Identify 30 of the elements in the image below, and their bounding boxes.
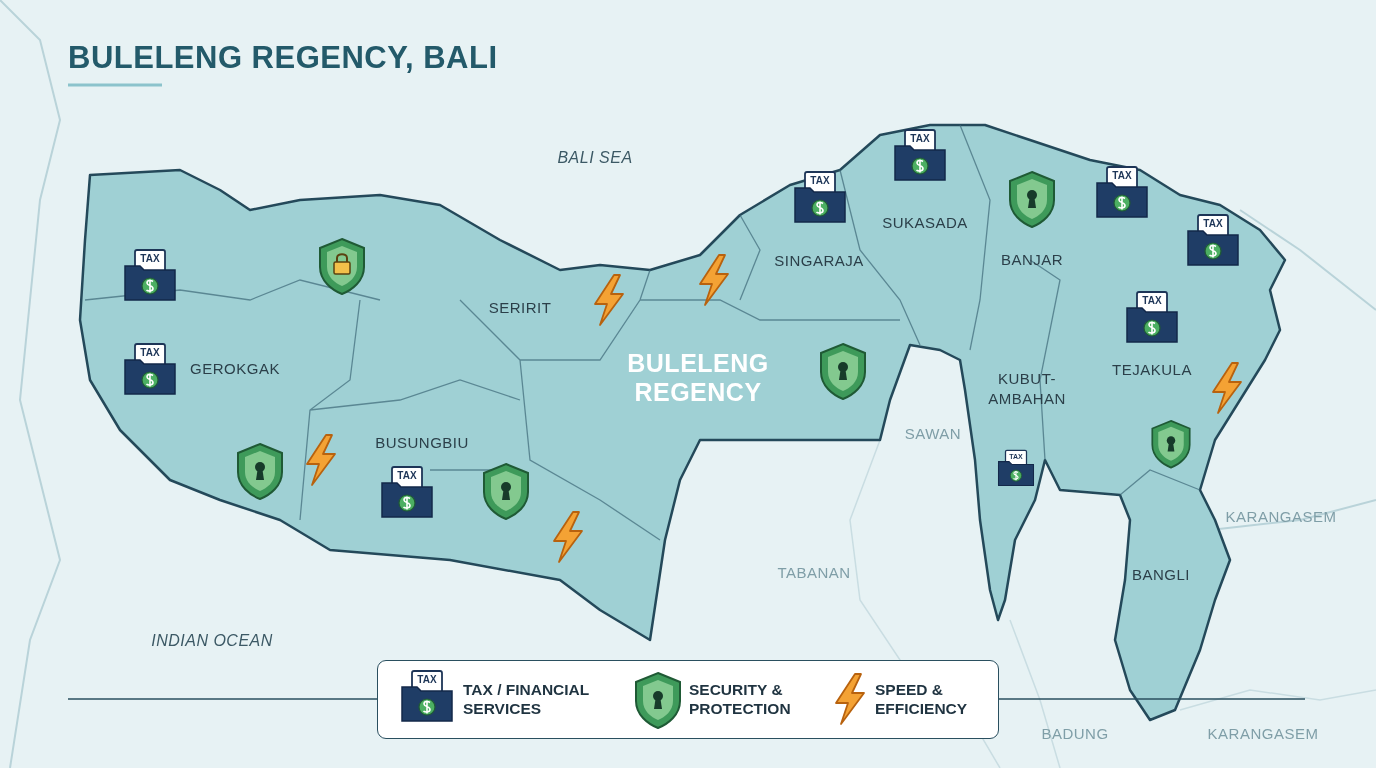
- sea-label: BALI SEA: [557, 149, 633, 167]
- legend-text: SECURITY & PROTECTION: [689, 680, 792, 719]
- region-label: KARANGASEM: [1207, 724, 1319, 742]
- icon-text: TAX: [140, 346, 160, 358]
- district-label: TEJAKULA: [1112, 360, 1192, 378]
- icon-text: TAX: [417, 673, 437, 685]
- region-label: BANGLI: [1132, 565, 1190, 583]
- district-label: SERIRIT: [488, 298, 552, 316]
- district-label: BUSUNGBIU: [375, 433, 469, 451]
- district-label: BANJAR: [1000, 250, 1064, 268]
- district-label: SUKASADA: [882, 213, 968, 231]
- icon-text: TAX: [1142, 294, 1162, 306]
- legend-text: SPEED & EFFICIENCY: [875, 680, 969, 719]
- region-label: BADUNG: [1041, 724, 1109, 742]
- legend-text: TAX / FINANCIAL SERVICES: [463, 680, 590, 719]
- regency-label: BULELENG REGENCY: [626, 349, 770, 407]
- region-label: KARANGASEM: [1225, 507, 1337, 525]
- district-label: KUBUT-AMBAHAN: [987, 368, 1067, 408]
- region-label: TABANAN: [777, 563, 851, 581]
- icon-text: TAX: [1112, 169, 1132, 181]
- district-label: SINGARAJA: [774, 251, 864, 269]
- district-label: GEROKGAK: [190, 359, 280, 377]
- icon-text: TAX: [910, 132, 930, 144]
- region-label: SAWAN: [904, 424, 962, 442]
- sea-label: INDIAN OCEAN: [151, 632, 273, 650]
- icon-text: TAX: [810, 174, 830, 186]
- icon-text: TAX: [397, 469, 417, 481]
- map-title: BULELENG REGENCY, BALI: [68, 40, 498, 76]
- icon-text: TAX: [140, 252, 160, 264]
- icon-text: TAX: [1203, 217, 1223, 229]
